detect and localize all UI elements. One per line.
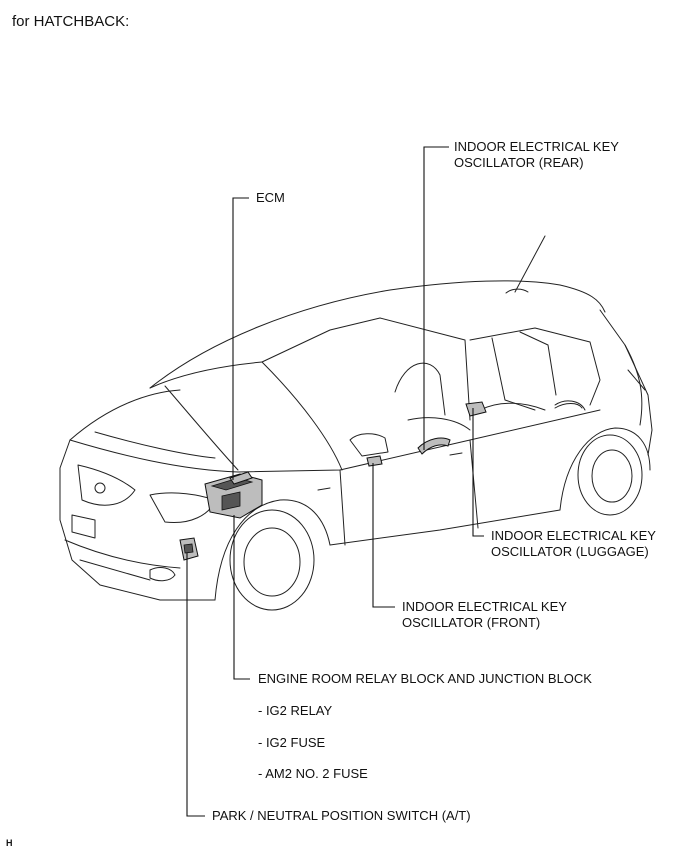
label-park-neutral-switch: PARK / NEUTRAL POSITION SWITCH (A/T) — [212, 808, 471, 823]
label-oscillator-rear-line2: OSCILLATOR (REAR) — [454, 155, 584, 170]
label-ig2-fuse: - IG2 FUSE — [258, 735, 326, 750]
label-oscillator-luggage-line1: INDOOR ELECTRICAL KEY — [491, 528, 656, 543]
oscillator-rear-part — [417, 437, 451, 455]
oscillator-front-part — [366, 455, 383, 467]
label-ecm: ECM — [256, 190, 285, 205]
park-neutral-switch-part — [179, 537, 199, 561]
oscillator-luggage-part — [465, 401, 487, 417]
label-oscillator-front-line1: INDOOR ELECTRICAL KEY — [402, 599, 567, 614]
label-am2-fuse: - AM2 NO. 2 FUSE — [258, 766, 368, 781]
leader-lines — [186, 146, 484, 817]
car-illustration — [59, 235, 653, 611]
page-heading: for HATCHBACK: — [12, 13, 130, 30]
engine-room-components — [204, 471, 263, 519]
label-relay-block: ENGINE ROOM RELAY BLOCK AND JUNCTION BLO… — [258, 671, 592, 686]
label-oscillator-luggage-line2: OSCILLATOR (LUGGAGE) — [491, 544, 649, 559]
label-ig2-relay: - IG2 RELAY — [258, 703, 333, 718]
label-oscillator-front-line2: OSCILLATOR (FRONT) — [402, 615, 541, 630]
figure-code: H — [6, 838, 13, 848]
label-oscillator-rear-line1: INDOOR ELECTRICAL KEY — [454, 139, 619, 154]
